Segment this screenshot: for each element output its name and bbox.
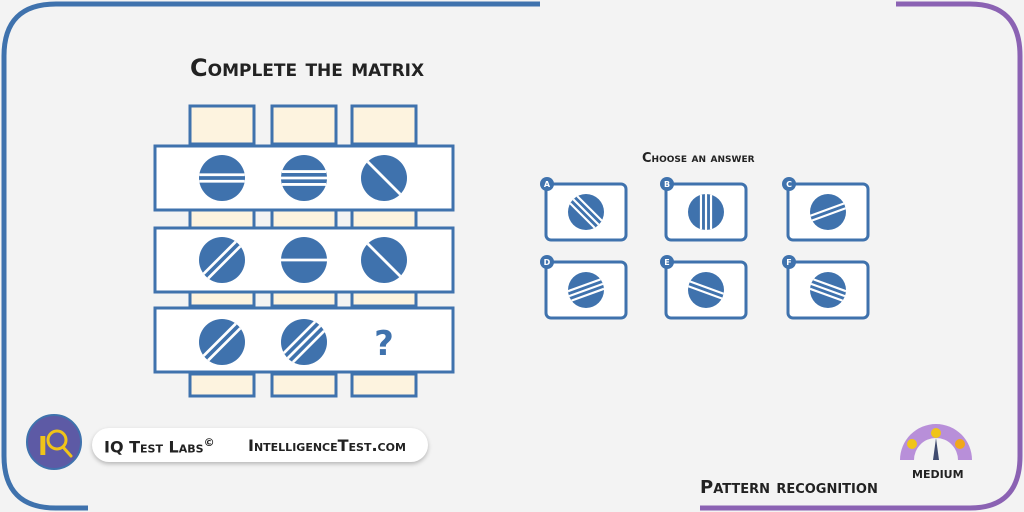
answer-letter: B — [664, 180, 670, 189]
answer-disc — [567, 272, 605, 308]
matrix-cell-r2c1 — [199, 237, 245, 283]
answer-disc — [568, 194, 604, 230]
brand-logo: I — [26, 414, 82, 470]
matrix-column-tab — [188, 372, 256, 398]
answer-disc — [688, 194, 724, 230]
matrix-column-tab — [188, 104, 256, 146]
matrix-cell-r2c2 — [281, 237, 327, 283]
magnifier-icon — [46, 429, 68, 451]
answer-letter-badge — [782, 255, 796, 269]
answer-letter-badge — [540, 255, 554, 269]
difficulty-gauge — [900, 424, 972, 460]
logo-i-glyph: I — [38, 432, 48, 462]
answer-option-a[interactable]: A — [540, 177, 628, 242]
matrix-cell-r1c1 — [199, 155, 245, 201]
answer-letter-badge — [782, 177, 796, 191]
frame-border-purple — [700, 1, 1023, 511]
answer-disc — [688, 272, 724, 308]
brand-pill — [92, 428, 428, 462]
answer-letter-badge — [540, 177, 554, 191]
answer-disc — [810, 194, 846, 230]
difficulty-label: MEDIUM — [912, 468, 964, 481]
matrix-cell-r2c3 — [361, 237, 407, 283]
answer-letter: E — [664, 258, 669, 267]
missing-cell-question-mark: ? — [374, 324, 394, 364]
matrix-cell-r3c2 — [281, 319, 327, 365]
easy-face-icon — [907, 439, 917, 449]
answer-disc — [809, 272, 847, 308]
answer-prompt: Choose an answer — [642, 151, 755, 166]
answer-option-d[interactable]: D — [540, 255, 628, 320]
matrix-column-tab — [350, 104, 418, 146]
answer-letter: F — [786, 258, 791, 267]
brand-name: IQ Test Labs© — [104, 436, 215, 457]
matrix-cell-r1c3 — [361, 155, 407, 201]
answer-letter: C — [786, 180, 792, 189]
answer-letter-badge — [660, 177, 674, 191]
answer-letter: D — [544, 258, 551, 267]
matrix-column-tab — [270, 372, 338, 398]
category-label: Pattern recognition — [700, 477, 878, 498]
matrix-column-tab — [270, 104, 338, 146]
matrix-cell-r3c1 — [199, 319, 245, 365]
gauge-needle — [933, 438, 939, 460]
matrix-cell-r1c2 — [281, 155, 327, 201]
medium-face-icon — [931, 428, 941, 438]
copyright-mark: © — [203, 436, 215, 449]
answer-letter: A — [544, 180, 551, 189]
answer-option-c[interactable]: C — [782, 177, 870, 242]
matrix-grid: ? — [153, 104, 455, 398]
answer-option-f[interactable]: F — [782, 255, 870, 320]
matrix-column-tab — [350, 372, 418, 398]
hard-face-icon — [955, 439, 965, 449]
answer-letter-badge — [660, 255, 674, 269]
answer-option-b[interactable]: B — [660, 177, 748, 242]
page-title: Complete the matrix — [190, 54, 424, 82]
frame-border-blue — [1, 1, 540, 511]
answer-options: A B C D E F — [540, 177, 870, 320]
brand-site[interactable]: IntelligenceTest.com — [248, 436, 406, 455]
answer-option-e[interactable]: E — [660, 255, 748, 320]
